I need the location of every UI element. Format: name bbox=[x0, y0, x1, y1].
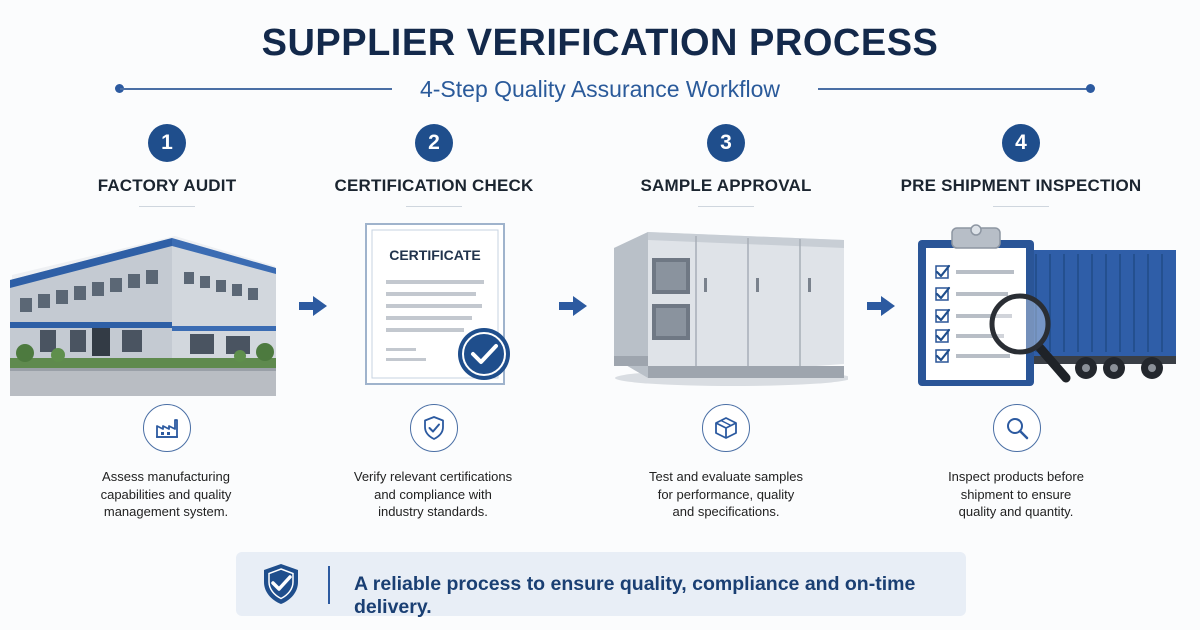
certificate-document bbox=[365, 223, 510, 385]
step-4-description-line: quality and quantity. bbox=[958, 504, 1074, 519]
step-4-header: 4 PRE SHIPMENT INSPECTION bbox=[876, 124, 1166, 207]
certificate-illustration: CERTIFICATE bbox=[364, 222, 514, 386]
inspection-truck-illustration bbox=[918, 224, 1176, 386]
step-3-header: 3 SAMPLE APPROVAL bbox=[581, 124, 871, 207]
arrow-right-icon bbox=[299, 296, 327, 316]
step-1-description-line: capabilities and quality bbox=[100, 486, 232, 502]
subtitle-line-left bbox=[120, 88, 392, 90]
step-4-icon-circle bbox=[993, 404, 1041, 452]
magnifier-icon bbox=[1007, 418, 1029, 440]
step-2-description-line: and compliance with bbox=[374, 486, 492, 502]
subtitle-dot-right bbox=[1086, 84, 1095, 93]
subtitle-row: 4-Step Quality Assurance Workflow bbox=[0, 74, 1200, 104]
subtitle-dot-left bbox=[115, 84, 124, 93]
page-title: SUPPLIER VERIFICATION PROCESS bbox=[261, 22, 939, 64]
banner-divider bbox=[328, 566, 330, 604]
air-handling-unit-illustration bbox=[614, 232, 848, 386]
step-3-description: Test and evaluate samples for performanc… bbox=[611, 468, 841, 521]
step-3-description-line: for performance, quality bbox=[657, 486, 795, 502]
step-2-description: Verify relevant certifications and compl… bbox=[318, 468, 548, 521]
step-1-header: 1 FACTORY AUDIT bbox=[22, 124, 312, 207]
banner-text: A reliable process to ensure quality, co… bbox=[354, 573, 916, 618]
step-4-description-line: shipment to ensure bbox=[960, 486, 1072, 502]
step-1-underline bbox=[139, 206, 195, 207]
step-3-icon-circle bbox=[702, 404, 750, 452]
arrow-right-icon bbox=[867, 296, 895, 316]
step-2-underline bbox=[406, 206, 462, 207]
subtitle-line-right bbox=[818, 88, 1090, 90]
step-1-icon-circle bbox=[143, 404, 191, 452]
factory-building-illustration bbox=[10, 236, 276, 396]
step-3-title: SAMPLE APPROVAL bbox=[640, 176, 812, 195]
step-2-title: CERTIFICATION CHECK bbox=[334, 176, 534, 195]
page-subtitle: 4-Step Quality Assurance Workflow bbox=[419, 76, 781, 102]
step-2-description-line: industry standards. bbox=[378, 504, 488, 519]
step-1-description: Assess manufacturing capabilities and qu… bbox=[51, 468, 281, 521]
arrow-right-icon bbox=[559, 296, 587, 316]
shield-check-icon bbox=[424, 416, 444, 440]
step-1-title: FACTORY AUDIT bbox=[97, 176, 237, 195]
step-4-description-line: Inspect products before bbox=[948, 469, 1084, 484]
step-3-underline bbox=[698, 206, 754, 207]
step-3-description-line: Test and evaluate samples bbox=[649, 469, 803, 484]
step-4-underline bbox=[993, 206, 1049, 207]
step-1-number: 1 bbox=[148, 124, 186, 162]
step-1-description-line: management system. bbox=[103, 504, 229, 519]
step-2-number: 2 bbox=[415, 124, 453, 162]
step-4-number: 4 bbox=[1002, 124, 1040, 162]
step-3-number: 3 bbox=[707, 124, 745, 162]
shield-check-icon bbox=[264, 564, 298, 604]
step-2-header: 2 CERTIFICATION CHECK bbox=[289, 124, 579, 207]
step-2-description-line: Verify relevant certifications bbox=[353, 469, 513, 484]
step-3-description-line: and specifications. bbox=[672, 504, 780, 519]
box-icon bbox=[715, 417, 737, 439]
certificate-label: CERTIFICATE bbox=[389, 247, 481, 263]
step-4-title: PRE SHIPMENT INSPECTION bbox=[900, 176, 1142, 195]
step-2-icon-circle bbox=[410, 404, 458, 452]
step-4-description: Inspect products before shipment to ensu… bbox=[901, 468, 1131, 521]
step-1-description-line: Assess manufacturing bbox=[102, 469, 230, 484]
factory-icon bbox=[156, 419, 178, 438]
footer-banner: A reliable process to ensure quality, co… bbox=[236, 552, 966, 618]
